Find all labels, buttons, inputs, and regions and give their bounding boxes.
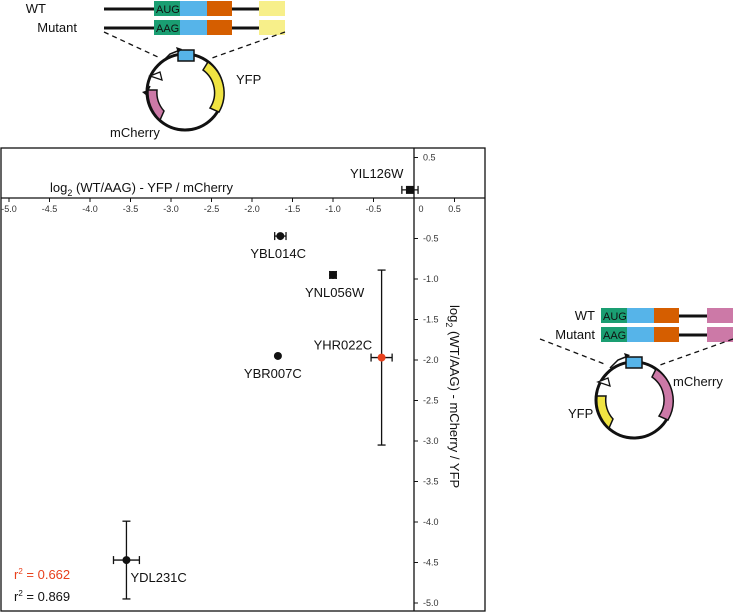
x-ticks: -5.0 -4.5 -4.0 -3.5 -3.0 -2.5 -2.0 -1.5 -1.0 -0.5… — [1, 198, 461, 214]
point-label: YBL014C — [250, 246, 306, 261]
right-wt-codon: AUG — [603, 311, 627, 323]
top-promoter-arrowhead — [176, 47, 182, 53]
top-wt-label: WT — [26, 1, 46, 16]
top-mutant-blue-box — [180, 20, 207, 35]
data-point — [377, 353, 386, 362]
y-tick-label: -0.5 — [423, 234, 439, 244]
x-tick-label: -4.5 — [42, 204, 58, 214]
data-point — [122, 556, 131, 565]
top-wt-codon-box — [154, 1, 180, 16]
x-tick-label: -1.0 — [325, 204, 341, 214]
top-promoter-arrow — [161, 49, 181, 63]
right-mutant-codon-box — [601, 327, 627, 342]
top-dash-right — [211, 31, 286, 59]
point-label: YDL231C — [130, 570, 186, 585]
right-mutant-orange-box — [654, 327, 679, 342]
top-plasmid-yfp-label: YFP — [236, 72, 261, 87]
top-mutant-codon: AAG — [156, 23, 179, 35]
y-ticks: 0.5 -0.5 -1.0 -1.5 -2.0 -2.5 -3.0 -3.5 -4.0 -4.5 -… — [414, 153, 439, 608]
right-mutant-mcherry-box — [707, 327, 733, 342]
top-mutant-codon-box — [154, 20, 180, 35]
top-plasmid-mcherry — [147, 89, 165, 122]
x-tick-label: 0 — [418, 204, 423, 214]
point-label: YHR022C — [314, 338, 373, 353]
y-tick-label: -3.0 — [423, 436, 439, 446]
y-tick-label: -2.0 — [423, 355, 439, 365]
right-dash-right — [659, 338, 733, 366]
right-dash-left — [539, 338, 608, 366]
x-tick-label: -1.5 — [285, 204, 301, 214]
data-points: YIL126W YBL014C YNL056W YHR022C YBR007C YDL23… — [112, 166, 419, 600]
right-wt-orange-box — [654, 308, 679, 323]
point-label: YIL126W — [350, 166, 404, 181]
right-plasmid-mcherry — [651, 367, 674, 421]
stats: r2 = 0.662 r2 = 0.869 — [14, 567, 70, 604]
top-dash-left — [103, 31, 161, 59]
x-tick-label: -3.5 — [123, 204, 139, 214]
right-wt-blue-box — [627, 308, 654, 323]
top-mutant-orange-box — [207, 20, 232, 35]
x-tick-label: -5.0 — [1, 204, 17, 214]
top-promoter-arrowhead-2 — [142, 90, 148, 96]
top-plasmid-yfp — [201, 60, 225, 113]
y-tick-label: -1.0 — [423, 274, 439, 284]
y-axis-title: log2 (WT/AAG) - mCherry / YFP — [444, 305, 462, 488]
y-tick-label: -2.5 — [423, 396, 439, 406]
data-point — [276, 232, 285, 241]
data-point — [329, 270, 337, 279]
top-wt-orange-box — [207, 1, 232, 16]
right-plasmid-arrow-white — [596, 377, 611, 387]
stat-r2-red: r2 = 0.662 — [14, 567, 70, 582]
top-plasmid-arrow-white — [148, 71, 163, 81]
y-tick-label: -1.5 — [423, 315, 439, 325]
top-wt-codon: AUG — [156, 4, 180, 16]
x-tick-label: -3.0 — [163, 204, 179, 214]
right-promoter-arrowhead — [624, 353, 630, 359]
y-tick-label: -4.0 — [423, 517, 439, 527]
right-wt-mcherry-box — [707, 308, 733, 323]
top-mutant-label: Mutant — [37, 20, 77, 35]
right-plasmid-mcherry-label: mCherry — [673, 374, 723, 389]
top-plasmid-blue — [177, 49, 195, 62]
right-mutant-blue-box — [627, 327, 654, 342]
data-point — [273, 351, 282, 360]
point-label: YNL056W — [305, 285, 365, 300]
scatter-chart: -5.0 -4.5 -4.0 -3.5 -3.0 -2.5 -2.0 -1.5 -1.0 -0.5… — [0, 147, 486, 612]
right-plasmid-yfp-label: YFP — [568, 406, 593, 421]
data-point — [405, 185, 414, 194]
top-wt-yfp-box — [259, 1, 285, 16]
top-plasmid-mcherry-label: mCherry — [110, 125, 160, 140]
x-tick-label: 0.5 — [448, 204, 461, 214]
x-tick-label: -2.5 — [204, 204, 220, 214]
right-promoter-arrow — [609, 355, 629, 369]
y-tick-label: 0.5 — [423, 153, 436, 163]
top-construct: WT Mutant AUG AAG YFP mCherry — [26, 1, 286, 140]
right-mutant-label: Mutant — [555, 327, 595, 342]
right-wt-label: WT — [575, 308, 595, 323]
y-tick-label: -4.5 — [423, 558, 439, 568]
x-tick-label: -0.5 — [366, 204, 382, 214]
stat-r2-black: r2 = 0.869 — [14, 589, 70, 604]
x-axis-title: log2 (WT/AAG) - YFP / mCherry — [50, 180, 233, 198]
y-tick-label: -5.0 — [423, 598, 439, 608]
x-tick-label: -2.0 — [244, 204, 260, 214]
right-mutant-codon: AAG — [603, 330, 626, 342]
chart-frame — [0, 147, 486, 612]
point-label: YBR007C — [244, 366, 302, 381]
right-plasmid-blue — [625, 356, 643, 369]
x-tick-label: -4.0 — [82, 204, 98, 214]
top-mutant-yfp-box — [259, 20, 285, 35]
top-wt-blue-box — [180, 1, 207, 16]
right-construct: WT Mutant AUG AAG mCherry YFP — [539, 308, 733, 440]
right-wt-codon-box — [601, 308, 627, 323]
right-plasmid-yfp — [596, 395, 614, 430]
y-tick-label: -3.5 — [423, 477, 439, 487]
